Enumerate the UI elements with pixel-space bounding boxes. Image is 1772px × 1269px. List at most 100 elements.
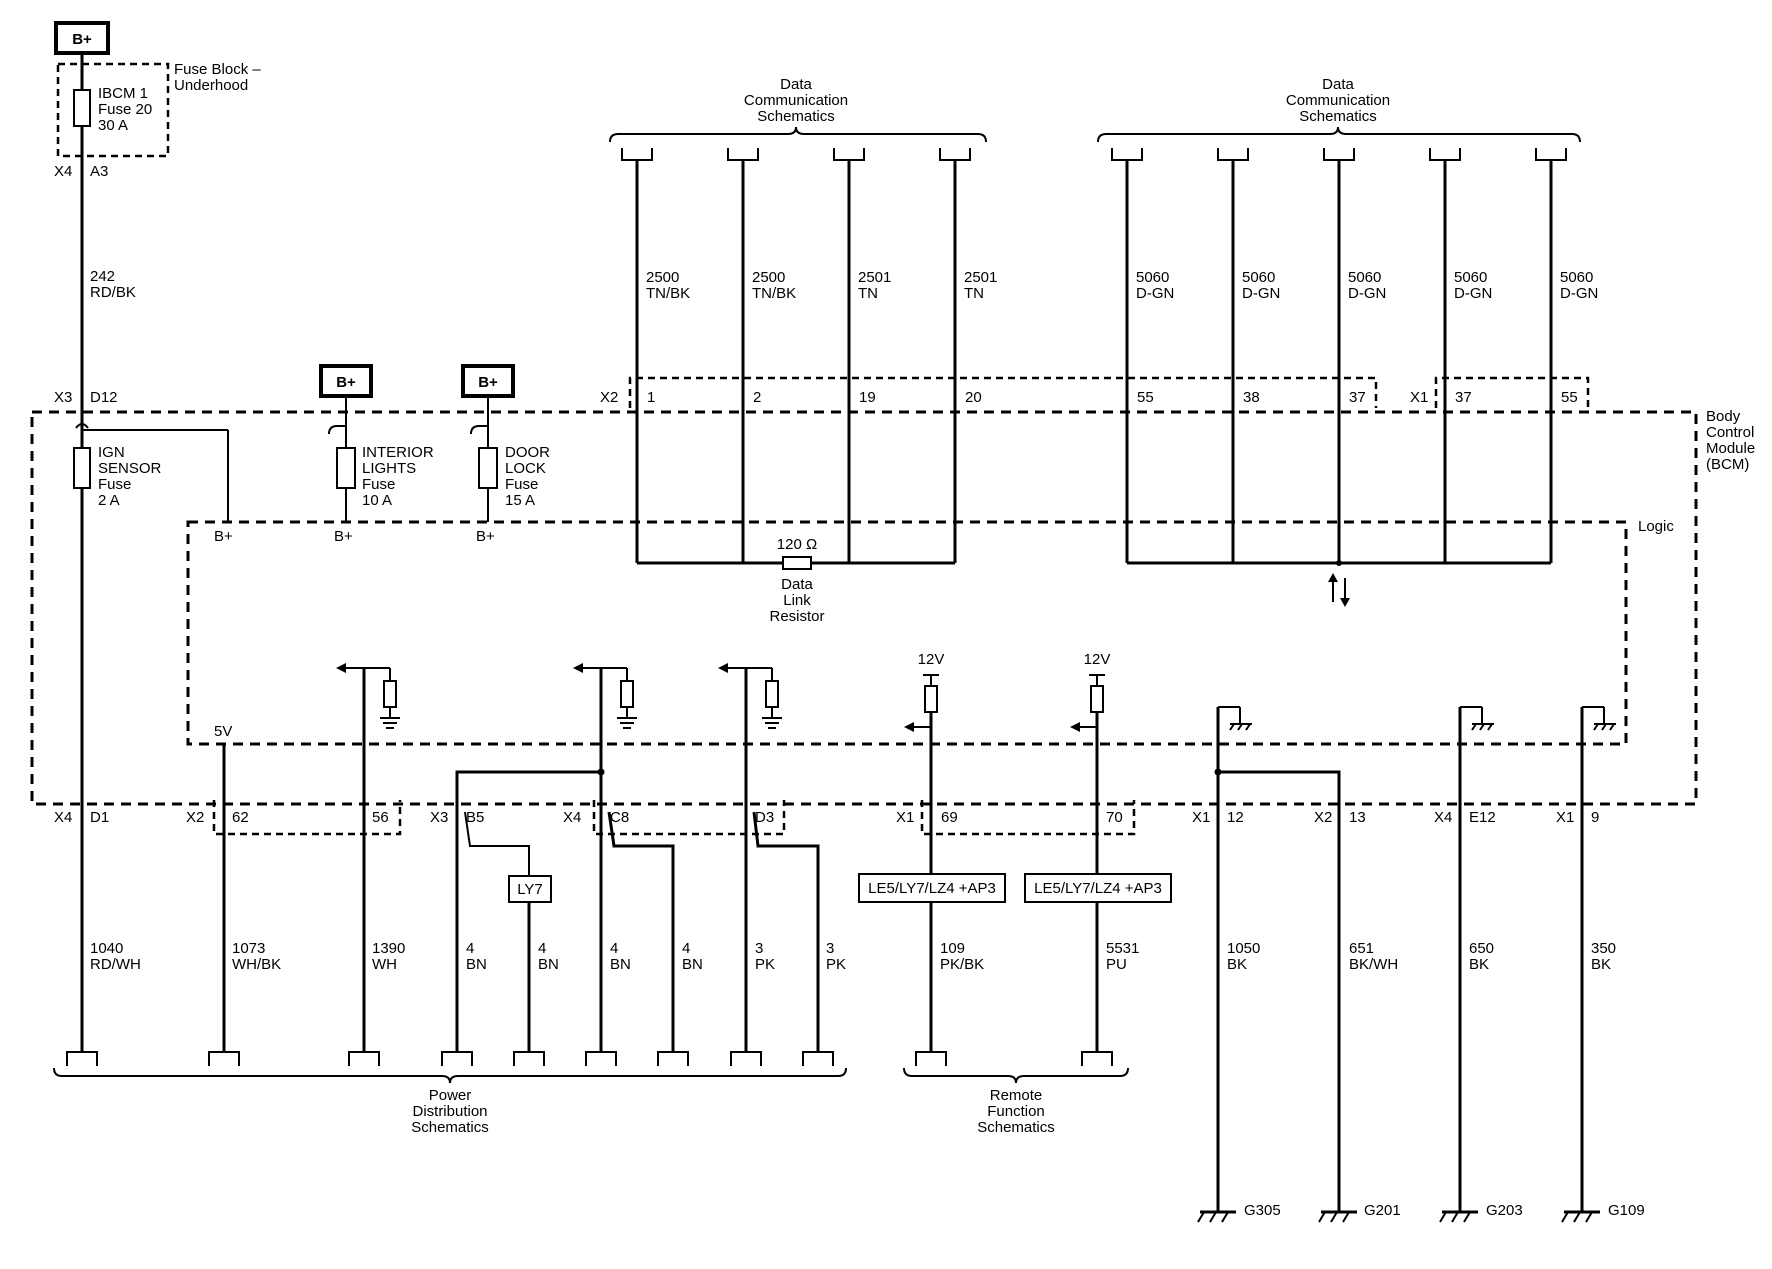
option-label-109: LE5/LY7/LZ4 +AP3 — [868, 880, 996, 897]
data-comm-left-l1: Data — [780, 76, 812, 93]
top-right-terminal-5 — [1535, 148, 1567, 161]
option-box-109 — [858, 873, 1006, 903]
pu2-resistor — [1090, 685, 1104, 713]
interior-fuse-l1: INTERIOR — [362, 444, 434, 461]
interior-hook — [328, 425, 346, 435]
bot-conn-1-pin: D1 — [90, 809, 109, 826]
g201-tick3 — [1342, 1211, 1350, 1223]
resistor-label-3: Resistor — [769, 608, 824, 625]
bw-5-circuit: 4 — [538, 940, 546, 957]
conn-a3-label: A3 — [90, 163, 108, 180]
top-right-circuit-2: 5060 — [1242, 269, 1275, 286]
door-fuse-l4: 15 A — [505, 492, 535, 509]
bcm-outline — [30, 410, 1698, 806]
ign-fuse-l2: SENSOR — [98, 460, 162, 477]
top-right-wires — [1111, 148, 1567, 563]
x2-top-connector-box — [628, 376, 1378, 408]
arrow-up-icon — [1328, 573, 1338, 582]
bcm-label-2: Control — [1706, 424, 1754, 441]
bw-6-circuit: 4 — [610, 940, 618, 957]
top-right-terminal-3 — [1323, 148, 1355, 161]
door-fuse-symbol — [478, 447, 498, 489]
remote-func-l3: Schematics — [977, 1119, 1055, 1136]
bot-conn-8-pin: 70 — [1106, 809, 1123, 826]
conn-x3-label: X3 — [54, 389, 72, 406]
bw-14-color: BK — [1469, 956, 1489, 973]
ground-g109-label: G109 — [1608, 1202, 1645, 1219]
top-left-circuit-2: 2500 — [752, 269, 785, 286]
bw-9-color: PK — [826, 956, 846, 973]
option-box-5531 — [1024, 873, 1172, 903]
top-left-wires — [621, 148, 971, 563]
pd2-resistor — [620, 680, 634, 708]
top-left-color-1: TN/BK — [646, 285, 690, 302]
top-left-color-2: TN/BK — [752, 285, 796, 302]
data-comm-left-l2: Communication — [744, 92, 848, 109]
resistor-label-1: Data — [781, 576, 813, 593]
bot-conn-3-pin: 56 — [372, 809, 389, 826]
bw-1-color: RD/WH — [90, 956, 141, 973]
bot-conn-12-x: X1 — [1556, 809, 1574, 826]
bn-splice — [597, 768, 605, 776]
top-x1-label: X1 — [1410, 389, 1428, 406]
top-right-circuit-5: 5060 — [1560, 269, 1593, 286]
bw-7-color: BN — [682, 956, 703, 973]
wire-242-color: RD/BK — [90, 284, 136, 301]
conn-d12-label: D12 — [90, 389, 118, 406]
ign-fuse-symbol — [73, 447, 91, 489]
door-supply-label: B+ — [478, 374, 498, 391]
pu1-resistor — [924, 685, 938, 713]
remote-func-brace — [903, 1067, 1129, 1084]
top-x1-pin-37: 37 — [1455, 389, 1472, 406]
bot-conn-12-pin: 9 — [1591, 809, 1599, 826]
lg3-tick2 — [1601, 723, 1607, 731]
top-x2-label: X2 — [600, 389, 618, 406]
bw-7-circuit: 4 — [682, 940, 690, 957]
top-x2-pin-1: 1 — [647, 389, 655, 406]
ign-fuse-l1: IGN — [98, 444, 125, 461]
rf-term-1 — [915, 1051, 947, 1066]
top-x2-pin-19: 19 — [859, 389, 876, 406]
remote-func-l1: Remote — [990, 1087, 1043, 1104]
bw-3-circuit: 1390 — [372, 940, 405, 957]
top-left-circuit-3: 2501 — [858, 269, 891, 286]
gmlan-splice — [1336, 560, 1342, 566]
pd-term-8 — [730, 1051, 762, 1066]
wire-4bn-b5 — [455, 770, 601, 1052]
conn-x4-label: X4 — [54, 163, 72, 180]
bcm-label-3: Module — [1706, 440, 1755, 457]
top-left-circuit-1: 2500 — [646, 269, 679, 286]
lg2-tick3 — [1487, 723, 1493, 731]
logic-ground-1 — [1218, 706, 1252, 731]
supply-label: B+ — [72, 31, 92, 48]
lg3-tick3 — [1609, 723, 1615, 731]
ign-fuse-l4: 2 A — [98, 492, 120, 509]
bot-conn-7-pin: 69 — [941, 809, 958, 826]
lg1-tick1 — [1229, 723, 1235, 731]
bot-conn-10-x: X2 — [1314, 809, 1332, 826]
twelve-v-1: 12V — [918, 651, 945, 668]
top-right-terminal-4 — [1429, 148, 1461, 161]
pd-term-6 — [585, 1051, 617, 1066]
pd3-resistor — [765, 680, 779, 708]
top-left-terminal-2 — [727, 148, 759, 161]
five-v-label: 5V — [214, 723, 232, 740]
bot-conn-11-x: X4 — [1434, 809, 1452, 826]
lg2-tick2 — [1479, 723, 1485, 731]
logic-label: Logic — [1638, 518, 1674, 535]
bw-2-circuit: 1073 — [232, 940, 265, 957]
bot-conn-1-x: X4 — [54, 809, 72, 826]
bot-conn-2-pin: 62 — [232, 809, 249, 826]
top-x2-pin-38: 38 — [1243, 389, 1260, 406]
top-x1-pin-55: 55 — [1561, 389, 1578, 406]
ign-splice — [75, 423, 89, 429]
interior-bplus-label: B+ — [334, 528, 353, 545]
bw-12-color: BK — [1227, 956, 1247, 973]
rf-term-2 — [1081, 1051, 1113, 1066]
pu1-arrow-icon — [904, 722, 914, 732]
data-comm-right-l1: Data — [1322, 76, 1354, 93]
lg1-tick3 — [1245, 723, 1251, 731]
pd-term-3 — [348, 1051, 380, 1066]
lg1-tick2 — [1237, 723, 1243, 731]
